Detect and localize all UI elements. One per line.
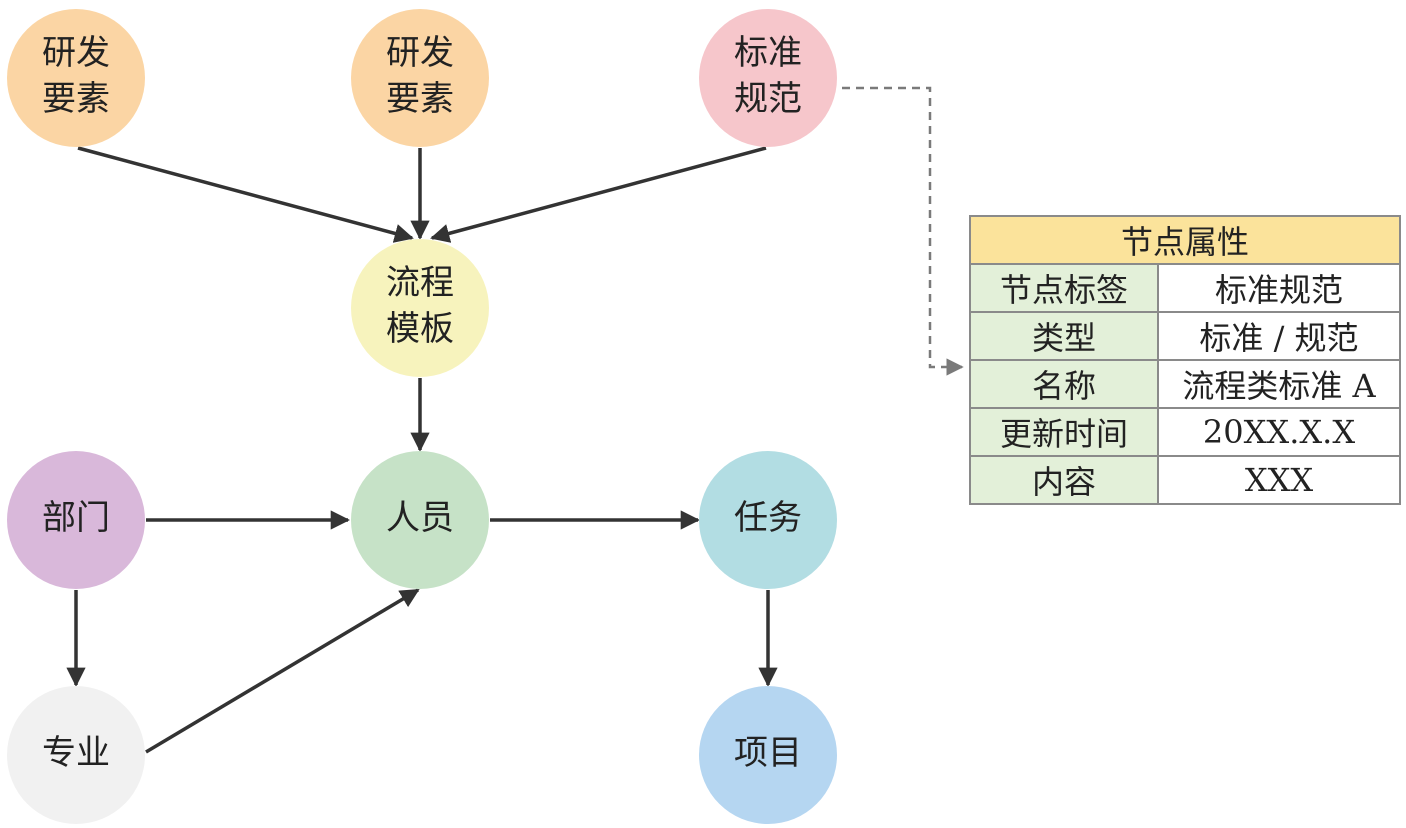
node-person: 人员: [351, 451, 489, 589]
property-value: 标准 / 规范: [1157, 311, 1401, 361]
node-label: 部门: [42, 498, 110, 538]
node-label: 流程: [386, 263, 454, 303]
dashed-link-std-to-properties: [842, 86, 964, 376]
nodes-layer: 研发要素研发要素标准规范流程模板部门人员任务专业项目: [7, 9, 837, 824]
node-circle: [7, 451, 145, 589]
node-label: 研发: [42, 33, 110, 73]
edges-layer: [66, 146, 778, 754]
node-label: 任务: [734, 498, 802, 538]
node-major: 专业: [7, 686, 145, 824]
node-circle: [351, 9, 489, 147]
node-label: 要素: [42, 79, 110, 119]
property-value: 标准规范: [1157, 263, 1401, 313]
node-project: 项目: [699, 686, 837, 824]
properties-header-row: 节点属性: [969, 215, 1401, 265]
edge-std-to-tpl: [430, 146, 767, 243]
property-key: 名称: [969, 359, 1159, 409]
edge-major-to-person: [145, 588, 420, 754]
node-circle: [7, 686, 145, 824]
properties-title: 节点属性: [969, 215, 1401, 265]
property-key: 内容: [969, 455, 1159, 505]
property-row-name: 名称 流程类标准 A: [969, 359, 1401, 409]
property-key: 类型: [969, 311, 1159, 361]
node-circle: [7, 9, 145, 147]
node-properties-table: 节点属性 节点标签 标准规范 类型 标准 / 规范 名称 流程类标准 A 更新时…: [969, 215, 1401, 505]
property-value: 流程类标准 A: [1157, 359, 1401, 409]
node-circle: [351, 239, 489, 377]
node-label: 人员: [386, 498, 454, 538]
node-dept: 部门: [7, 451, 145, 589]
node-label: 项目: [734, 733, 802, 773]
node-circle: [699, 451, 837, 589]
property-value: XXX: [1157, 455, 1401, 505]
node-label: 研发: [386, 33, 454, 73]
property-row-content: 内容 XXX: [969, 455, 1401, 505]
node-std: 标准规范: [699, 9, 837, 147]
property-value: 20XX.X.X: [1157, 407, 1401, 457]
property-row-type: 类型 标准 / 规范: [969, 311, 1401, 361]
node-circle: [699, 686, 837, 824]
property-row-updated: 更新时间 20XX.X.X: [969, 407, 1401, 457]
node-label: 专业: [42, 733, 110, 773]
property-key: 节点标签: [969, 263, 1159, 313]
edge-rd1-to-tpl: [77, 146, 414, 243]
node-circle: [699, 9, 837, 147]
node-label: 规范: [734, 79, 802, 119]
node-label: 要素: [386, 79, 454, 119]
node-task: 任务: [699, 451, 837, 589]
property-row-label: 节点标签 标准规范: [969, 263, 1401, 313]
node-label: 模板: [386, 309, 454, 349]
node-circle: [351, 451, 489, 589]
property-key: 更新时间: [969, 407, 1159, 457]
node-label: 标准: [734, 33, 802, 73]
